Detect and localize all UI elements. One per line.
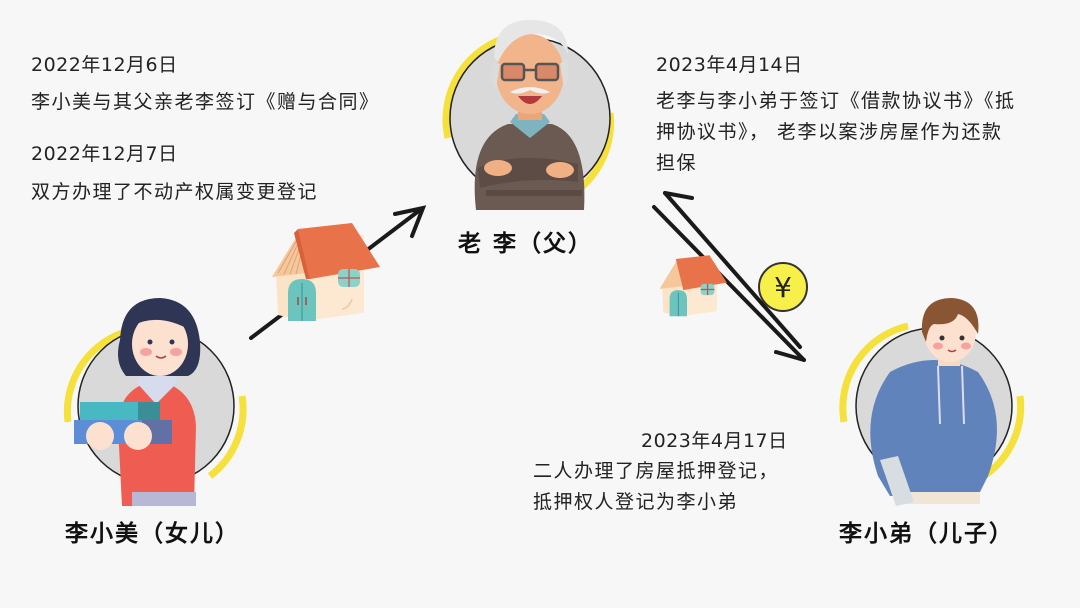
daughter-name-label: 李小美（女儿） bbox=[65, 521, 240, 547]
event-1-date: 2022年12月6日 bbox=[31, 54, 178, 76]
event-3-line: 老李与李小弟于签订《借款协议书》《抵 bbox=[656, 90, 1016, 112]
event-4-text: 二人办理了房屋抵押登记， 抵押权人登记为李小弟 bbox=[533, 456, 779, 518]
event-2-date: 2022年12月7日 bbox=[31, 143, 178, 165]
loan-arrow-icon bbox=[663, 191, 802, 349]
father-name-label: 老 李（父） bbox=[458, 231, 594, 257]
event-3-text: 老李与李小弟于签订《借款协议书》《抵 押协议书》， 老李以案涉房屋作为还款 担保 bbox=[656, 86, 1016, 179]
event-4-line: 抵押权人登记为李小弟 bbox=[533, 491, 739, 513]
event-3-line: 押协议书》， 老李以案涉房屋作为还款 bbox=[656, 121, 1003, 143]
event-1-text: 李小美与其父亲老李签订《赠与合同》 bbox=[31, 91, 380, 113]
daughter-avatar bbox=[62, 296, 247, 506]
father-avatar bbox=[438, 18, 615, 210]
house-small-icon bbox=[659, 255, 727, 317]
son-avatar bbox=[838, 296, 1025, 506]
son-name-label: 李小弟（儿子） bbox=[839, 521, 1014, 547]
yuan-coin-icon: ¥ bbox=[758, 262, 808, 312]
event-3-date: 2023年4月14日 bbox=[656, 54, 803, 76]
house-icon bbox=[272, 223, 380, 321]
mortgage-arrow-icon bbox=[652, 205, 806, 362]
event-2-text: 双方办理了不动产权属变更登记 bbox=[31, 181, 319, 203]
event-4-date: 2023年4月17日 bbox=[641, 430, 788, 452]
event-4-line: 二人办理了房屋抵押登记， bbox=[533, 460, 780, 482]
event-3-line: 担保 bbox=[656, 152, 698, 174]
